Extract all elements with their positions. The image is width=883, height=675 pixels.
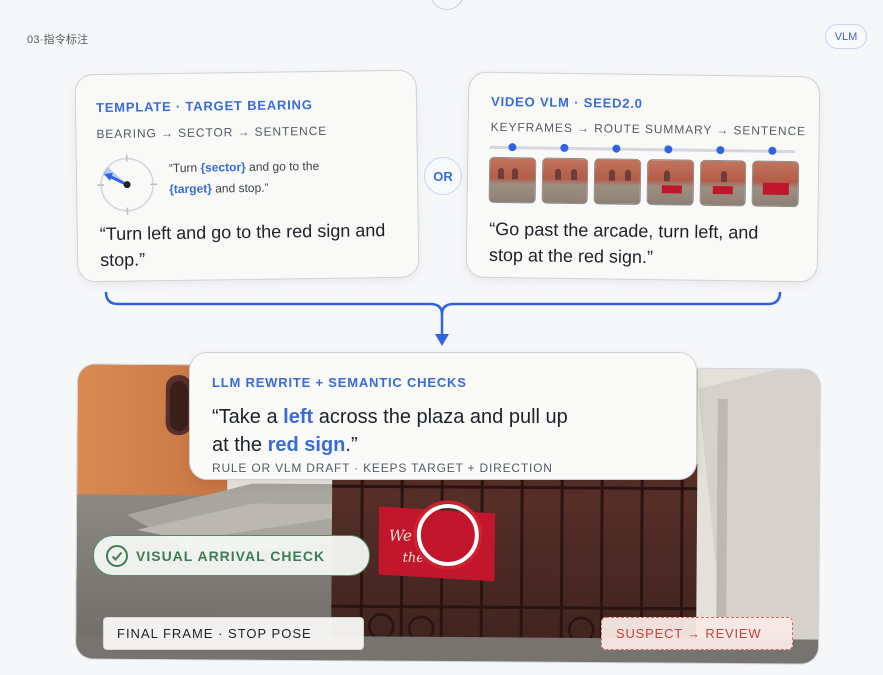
keyframe-timeline bbox=[489, 143, 796, 155]
vlm-card-title: VIDEO VLM · SEED2.0 bbox=[490, 93, 643, 111]
arrival-check-label: VISUAL ARRIVAL CHECK bbox=[136, 547, 326, 564]
rewrite-card-title: LLM REWRITE + SEMANTIC CHECKS bbox=[212, 375, 467, 390]
svg-text:We: We bbox=[389, 527, 412, 545]
final-frame-label: FINAL FRAME · STOP POSE bbox=[103, 617, 364, 650]
top-connector-circle bbox=[430, 0, 464, 10]
vlm-card-subtitle: KEYFRAMES → ROUTE SUMMARY → SENTENCE bbox=[490, 119, 807, 139]
section-label: 03·指令标注 bbox=[27, 34, 89, 46]
keyframe-marker bbox=[716, 146, 725, 155]
template-card-subtitle: BEARING → SECTOR → SENTENCE bbox=[96, 123, 328, 142]
rewrite-output-quote: “Take a left across the plaza and pull u… bbox=[212, 406, 568, 456]
keyframe-thumbnail bbox=[751, 160, 800, 208]
target-placeholder: {target} bbox=[169, 181, 212, 197]
template-card: TEMPLATE · TARGET BEARING BEARING → SECT… bbox=[74, 69, 420, 283]
keyframe-marker bbox=[768, 146, 777, 155]
keyframe-thumbnail bbox=[541, 157, 589, 205]
template-output-quote: “Turn left and go to the red sign and st… bbox=[99, 220, 386, 271]
keyframe-thumbnail bbox=[646, 159, 694, 206]
timeline-line bbox=[489, 145, 796, 154]
keyframe-marker bbox=[560, 143, 569, 152]
target-highlight: red sign bbox=[267, 434, 346, 456]
merge-bracket-arrow bbox=[104, 291, 782, 346]
llm-rewrite-card: LLM REWRITE + SEMANTIC CHECKS “Take a le… bbox=[189, 352, 697, 480]
sector-placeholder: {sector} bbox=[200, 160, 246, 175]
svg-text:the: the bbox=[403, 551, 425, 566]
keyframe-strip bbox=[488, 156, 800, 209]
check-icon bbox=[106, 544, 128, 567]
suspect-review-badge[interactable]: SUSPECT → REVIEW bbox=[601, 617, 793, 650]
or-badge: OR bbox=[424, 157, 462, 195]
video-vlm-card: VIDEO VLM · SEED2.0 KEYFRAMES → ROUTE SU… bbox=[465, 71, 821, 283]
keyframe-marker bbox=[664, 145, 673, 154]
template-pattern-text: “Turn {sector} and go to the {target} an… bbox=[168, 158, 320, 197]
vlm-tag[interactable]: VLM bbox=[825, 24, 867, 49]
vlm-output-quote: “Go past the arcade, turn left, and stop… bbox=[488, 218, 759, 268]
keyframe-thumbnail bbox=[699, 159, 747, 207]
bearing-compass-icon bbox=[97, 154, 158, 215]
template-card-title: TEMPLATE · TARGET BEARING bbox=[95, 97, 313, 116]
keyframe-marker bbox=[508, 143, 517, 152]
direction-highlight: left bbox=[283, 406, 314, 428]
keyframe-thumbnail bbox=[593, 158, 642, 205]
visual-arrival-check-badge: VISUAL ARRIVAL CHECK bbox=[93, 535, 370, 576]
keyframe-thumbnail bbox=[488, 156, 536, 204]
rewrite-note: RULE OR VLM DRAFT · KEEPS TARGET + DIREC… bbox=[212, 461, 553, 475]
keyframe-marker bbox=[612, 144, 621, 153]
